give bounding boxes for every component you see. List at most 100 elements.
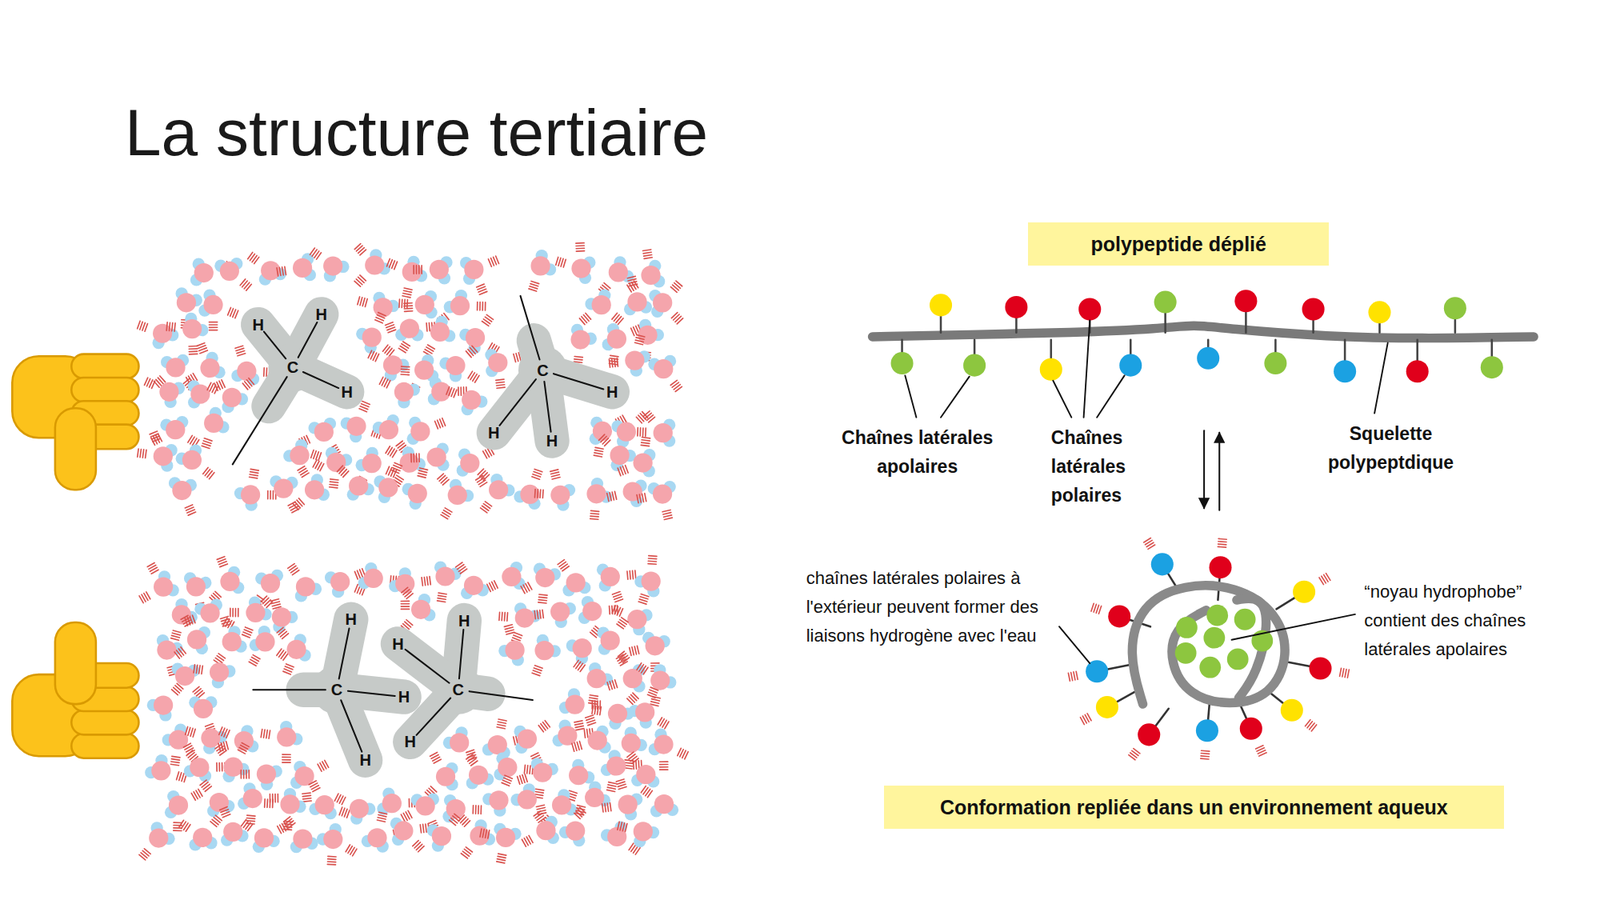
oxygen-atom	[292, 829, 312, 849]
molecule-core	[268, 343, 317, 392]
hydrogen-bond-mark	[513, 635, 521, 639]
hydrogen-bond-mark	[198, 692, 205, 699]
oxygen-atom	[209, 662, 229, 682]
hydrogen-bond-mark	[137, 320, 140, 329]
hydrogen-bond-mark	[260, 596, 267, 602]
hydrogen-bond-mark	[430, 752, 438, 756]
hydrogen-bond-mark	[243, 770, 245, 779]
oxygen-atom	[535, 568, 555, 588]
hydrogen-bond-mark	[418, 265, 420, 274]
slide-title: La structure tertiaire	[124, 100, 708, 166]
hydrogen-bond-mark	[500, 612, 503, 620]
oxygen-atom	[151, 760, 171, 780]
hydrogen-bond-mark	[591, 510, 600, 513]
hydrogen-bond-mark	[1342, 668, 1344, 677]
hydrogen-bond-mark	[173, 821, 182, 824]
hydrogen-bond-mark	[632, 570, 635, 579]
hydrogen-bond-mark	[480, 482, 488, 488]
hydrogen-bond-mark	[171, 635, 180, 638]
atom-symbol: H	[359, 752, 371, 768]
hydrogen-bond-mark	[142, 322, 145, 331]
hydrogen-bond-mark	[412, 265, 415, 274]
hydrogen-bond-mark	[505, 629, 514, 632]
oxygen-atom	[168, 796, 188, 816]
oxygen-atom	[570, 329, 590, 349]
hydrogen-bond-mark	[530, 284, 539, 287]
hydrogen-bond-mark	[427, 576, 428, 585]
hydrogen-bond-mark	[235, 608, 237, 616]
hydrogen-bond-mark	[269, 491, 272, 500]
hydrogen-bond-mark	[272, 491, 275, 500]
oxygen-atom	[469, 826, 489, 846]
hydrogen-bond-mark	[479, 302, 481, 311]
hydrogen-bond-mark	[174, 652, 180, 659]
oxygen-atom	[400, 319, 420, 339]
hydrogen-bond-mark	[438, 595, 447, 597]
oxygen-atom	[346, 416, 366, 436]
oxygen-atom	[504, 640, 524, 660]
leader-line	[1052, 380, 1072, 418]
hydrogen-bond-mark	[200, 350, 208, 354]
oxygen-atom	[190, 384, 210, 404]
hydrogen-bond-mark	[660, 766, 668, 768]
oxygen-atom	[236, 361, 256, 381]
polar-side-chain	[1240, 717, 1263, 740]
atom-symbol: H	[488, 424, 500, 441]
hydrogen-bond-mark	[311, 450, 314, 459]
hydrogen-bond-mark	[437, 600, 446, 603]
polar-side-chain	[1096, 696, 1119, 719]
hydrogen-bond-mark	[362, 298, 365, 307]
oxygen-atom	[461, 390, 481, 410]
folded-backbone	[1132, 585, 1285, 704]
hydrogen-bond-mark	[649, 689, 657, 693]
hydrogen-bond-mark	[542, 609, 544, 618]
hydrogen-bond-mark	[188, 727, 191, 736]
oxygen-atom	[203, 295, 223, 315]
hydrogen-bond-mark	[451, 388, 455, 396]
hydrogen-bond-mark	[188, 350, 197, 352]
hydrogen-bond-mark	[534, 665, 543, 668]
hydrogen-bond-mark	[648, 560, 656, 562]
hydrogen-bond-mark	[599, 434, 605, 440]
oxygen-atom	[501, 567, 521, 587]
hydrogen-bond-mark	[216, 556, 225, 560]
hydrogen-bond-mark	[472, 345, 478, 352]
hydrogen-bond-mark	[302, 795, 311, 796]
hydrogen-bond-mark	[532, 476, 540, 480]
hydrogen-bond-mark	[220, 564, 228, 568]
oxygen-atom	[165, 420, 185, 440]
hydrogen-bond-mark	[172, 756, 180, 757]
side-chain-bond	[940, 315, 943, 333]
hydrogen-bond-mark	[392, 260, 396, 268]
oxygen-atom	[373, 297, 393, 317]
hydrogen-bond-mark	[504, 624, 512, 628]
callout-label: chaînes latérales polaires à l'extérieur…	[806, 564, 1051, 651]
hydrogen-bond-mark	[208, 472, 214, 480]
hydrogen-bond-mark	[642, 493, 644, 502]
hydrogen-bond-mark	[496, 387, 505, 388]
hydrogen-bond-mark	[303, 800, 312, 802]
hydrogen-bond-mark	[354, 584, 358, 592]
atom-symbol: H	[606, 384, 618, 400]
molecule-lobe	[410, 689, 459, 742]
hydrogen-bond-mark	[504, 627, 513, 630]
finger	[71, 354, 139, 380]
hydrogen-bond-mark	[456, 562, 463, 568]
hydrogen-bond-mark	[478, 288, 486, 292]
hydrogen-bond-mark	[288, 564, 295, 569]
hydrogen-bond-mark	[675, 386, 682, 392]
hydrogen-bond-mark	[638, 601, 647, 604]
hydrogen-bond-mark	[276, 268, 279, 276]
molecule-surface	[258, 314, 348, 407]
hydrogen-bond-mark	[205, 724, 214, 727]
oxygen-atom	[222, 632, 242, 652]
hydrogen-bond-mark	[1218, 538, 1227, 540]
hydrophobic-side-chain	[1234, 608, 1256, 631]
hydrogen-bond-mark	[388, 329, 396, 333]
hydrogen-bond-mark	[576, 808, 585, 810]
hydrogen-bond-mark	[572, 743, 575, 752]
hydrogen-bond-mark	[378, 815, 387, 817]
oxygen-atom	[653, 734, 673, 754]
hydrogen-bond-mark	[536, 489, 539, 498]
hydrogen-bond-mark	[536, 804, 544, 807]
